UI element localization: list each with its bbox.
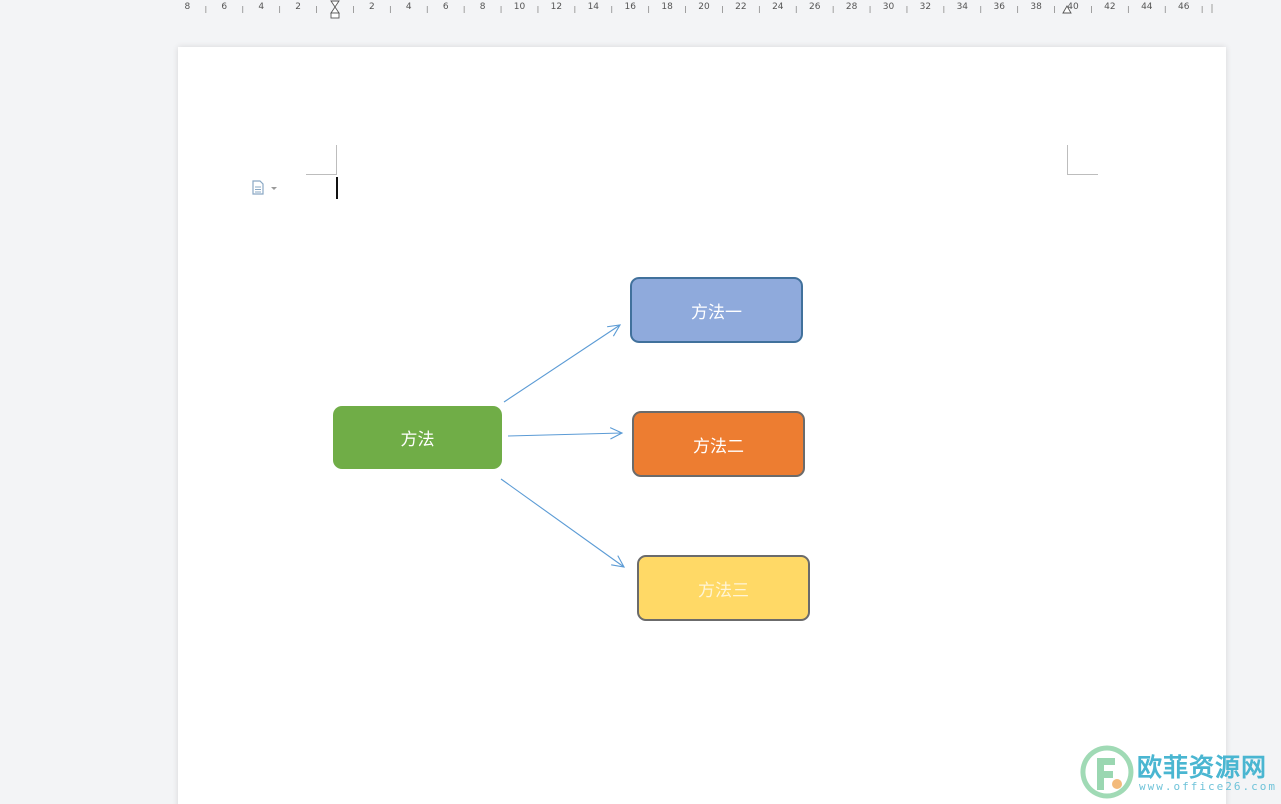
ruler-tick-label: 12 <box>551 2 562 12</box>
ruler-tick-label: 18 <box>661 2 673 12</box>
ruler-tick-label: 8 <box>185 2 191 12</box>
ruler-tick-label: 26 <box>809 2 821 12</box>
arrow-head <box>611 555 626 568</box>
ruler-tick-label: 14 <box>588 2 600 12</box>
connector-arrow <box>500 478 625 568</box>
ruler-tick-label: 6 <box>221 2 227 12</box>
brand-logo-icon <box>1080 745 1134 799</box>
watermark-text: 欧菲资源网 <box>1137 753 1268 782</box>
node-label: 方法一 <box>691 302 742 323</box>
margin-corner-top-left-vertical <box>336 145 337 175</box>
connector-arrow <box>507 432 623 437</box>
margin-corner-top-left <box>306 174 336 175</box>
node-label: 方法 <box>400 430 435 450</box>
ruler-tick-label: 2 <box>369 2 375 12</box>
watermark-url: www.office26.com <box>1139 780 1277 793</box>
text-cursor <box>336 177 338 199</box>
ruler-tick-label: 16 <box>624 2 636 12</box>
ruler-tick-label: 20 <box>698 2 710 12</box>
diagram-node-method-2[interactable]: 方法二 <box>632 411 805 477</box>
ruler-tick-label: 44 <box>1141 2 1153 12</box>
arrow-head <box>609 427 624 440</box>
ruler-tick-label: 6 <box>443 2 449 12</box>
ruler-tick-label: 42 <box>1104 2 1115 12</box>
ruler-tick-label: 24 <box>772 2 784 12</box>
arrow-head <box>607 324 622 337</box>
ruler-tick-label: 30 <box>883 2 895 12</box>
ruler-tick-label: 22 <box>735 2 746 12</box>
ruler-tick-label: 2 <box>295 2 301 12</box>
right-indent-marker <box>1062 5 1072 14</box>
diagram-node-method-1[interactable]: 方法一 <box>630 277 803 343</box>
margin-corner-top-right <box>1068 174 1098 175</box>
left-indent-marker <box>330 0 340 19</box>
ruler-tick-label: 34 <box>957 2 969 12</box>
diagram-node-root[interactable]: 方法 <box>333 406 502 469</box>
ruler-tick-label: 4 <box>258 2 264 12</box>
ruler-tick-label: 32 <box>920 2 931 12</box>
ruler-tick-label: 46 <box>1178 2 1190 12</box>
ruler-tick-label: 4 <box>406 2 412 12</box>
ruler-tick-label: 38 <box>1030 2 1042 12</box>
ruler-tick-label: 40 <box>1067 2 1079 12</box>
site-watermark: 欧菲资源网 www.office26.com <box>1079 742 1279 802</box>
ruler-tick-label: 36 <box>993 2 1005 12</box>
node-label: 方法二 <box>693 436 744 457</box>
document-page[interactable]: 方法 方法一 方法二 方法三 <box>178 47 1226 804</box>
node-label: 方法三 <box>698 580 749 601</box>
paste-options-icon[interactable] <box>251 180 281 196</box>
margin-corner-top-right-vertical <box>1067 145 1068 175</box>
ruler-tick-label: 10 <box>514 2 526 12</box>
diagram-connectors <box>500 324 626 568</box>
ruler-tick-label: 8 <box>480 2 486 12</box>
connector-arrow <box>503 324 621 403</box>
ruler-tick-label: 28 <box>846 2 858 12</box>
diagram-node-method-3[interactable]: 方法三 <box>637 555 810 621</box>
